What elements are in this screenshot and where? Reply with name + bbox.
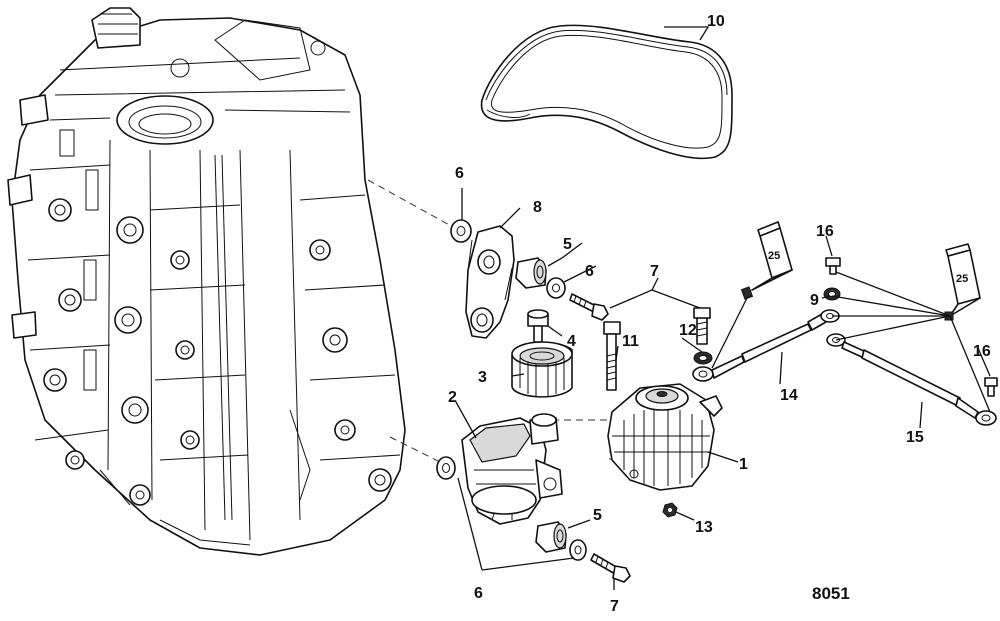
callout-5-upper: 5	[563, 236, 572, 253]
callout-13: 13	[695, 519, 713, 536]
callout-14: 14	[780, 387, 798, 404]
callout-3: 3	[478, 369, 487, 386]
callout-6-upper: 6	[455, 165, 464, 182]
washer-upper	[450, 219, 472, 243]
callout-4: 4	[567, 333, 576, 350]
callout-7-upper: 7	[650, 263, 659, 280]
alignment-line-lower	[389, 436, 441, 463]
figure-id: 8051	[812, 584, 850, 603]
alignment-line-upper	[367, 179, 463, 233]
callout-6-mid: 6	[585, 263, 594, 280]
leader-lines	[455, 26, 991, 590]
drive-belt	[480, 24, 733, 160]
bolt-lower	[590, 553, 631, 583]
bolt-vertical	[693, 307, 711, 345]
washer-lower-right	[569, 539, 587, 561]
callout-8: 8	[533, 199, 542, 216]
screw-16-upper	[825, 257, 841, 275]
alternator	[607, 383, 723, 491]
bolt-upper	[569, 293, 609, 321]
washer-lower	[436, 456, 456, 480]
spacer-upper	[515, 257, 547, 289]
callout-16-upper: 16	[816, 223, 834, 240]
callout-11: 11	[622, 333, 639, 350]
callout-2: 2	[448, 389, 457, 406]
callout-5-lower: 5	[593, 507, 602, 524]
tube-label-right: 25	[956, 273, 968, 285]
washer-mid	[546, 277, 566, 299]
callout-7-lower: 7	[610, 598, 619, 615]
callout-15: 15	[906, 429, 924, 446]
spacer-lower	[535, 521, 567, 553]
belt-tensioner	[461, 413, 563, 525]
washer-9	[823, 287, 841, 301]
lock-washer	[693, 351, 713, 365]
callout-16-lower: 16	[973, 343, 991, 360]
battery-cable	[692, 309, 840, 382]
callout-1: 1	[739, 456, 748, 473]
engine-block	[7, 7, 406, 556]
callout-6-lower: 6	[474, 585, 483, 602]
screw-16-lower	[984, 377, 998, 397]
idler-pulley	[511, 341, 573, 398]
nut	[662, 502, 678, 518]
sealant-tube-left: 25	[740, 221, 793, 300]
ground-cable	[826, 333, 997, 426]
callout-9: 9	[810, 292, 819, 309]
callout-12: 12	[679, 322, 697, 339]
tube-label-left: 25	[768, 250, 780, 262]
tensioner-bolt	[527, 309, 549, 343]
sealant-tube-right: 25	[944, 243, 981, 321]
long-bolt	[603, 321, 621, 391]
mounting-bracket	[465, 225, 515, 339]
callout-10: 10	[707, 13, 725, 30]
callout-labels: 10 6 8 5 6 7 4 12 11 3 2 14 1 15 13 5 6 …	[448, 13, 991, 615]
